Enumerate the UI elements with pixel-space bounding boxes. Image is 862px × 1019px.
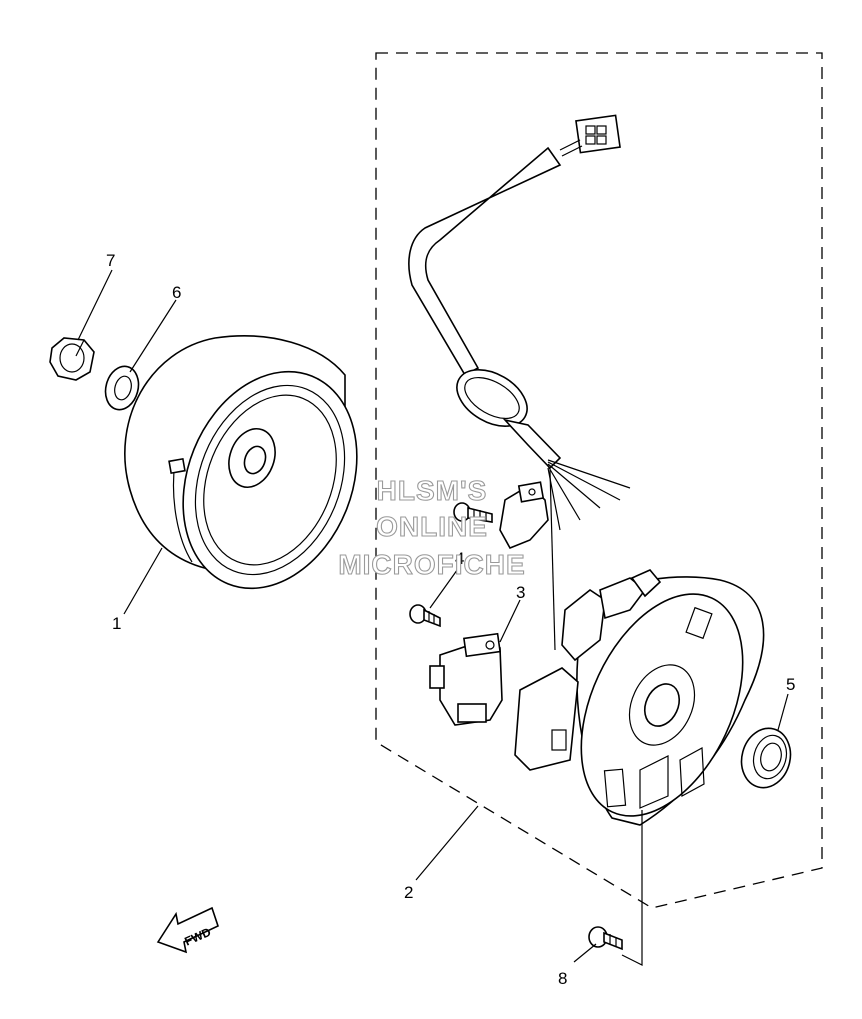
screw-bottom[interactable]: [588, 926, 623, 951]
washer[interactable]: [101, 363, 143, 414]
watermark-line-2: ONLINE: [376, 511, 488, 542]
screw-upper[interactable]: [453, 502, 493, 523]
callout-4: 4: [455, 549, 464, 568]
callout-3: 3: [516, 583, 525, 602]
rotor-flywheel[interactable]: [124, 335, 388, 615]
callout-1: 1: [112, 614, 121, 633]
stator-assembly[interactable]: [408, 114, 775, 841]
callout-7: 7: [106, 251, 115, 270]
callout-8: 8: [558, 969, 567, 988]
watermark-line-1: HLSM'S: [377, 475, 488, 506]
pickup-coil[interactable]: [429, 632, 503, 726]
leader-lines: [77, 269, 789, 966]
lead-wire-clamp[interactable]: [499, 481, 549, 550]
screw-lower[interactable]: [409, 604, 441, 628]
forward-arrow-icon: FWD: [156, 906, 219, 954]
assembly-boundary: [375, 52, 823, 909]
callout-2: 2: [404, 883, 413, 902]
callout-5: 5: [786, 675, 795, 694]
watermark-line-3: MICROFICHE: [338, 549, 525, 580]
callout-6: 6: [172, 283, 181, 302]
bearing-seal[interactable]: [735, 723, 797, 793]
nut[interactable]: [49, 337, 95, 381]
